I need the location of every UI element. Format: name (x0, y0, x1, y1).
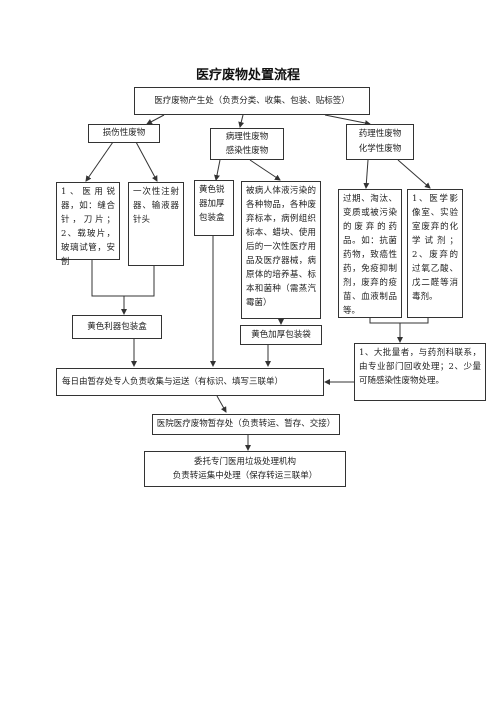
pharmacy-handling-node: 1、大批量者，与药剂科联系，由专业部门回收处理；2、少量可随感染性废物处理。 (354, 343, 486, 401)
yellow-thick-bin-node: 黄色锐器加厚包装盒 (194, 180, 234, 236)
infectious-examples-node: 被病人体液污染的各种物品，各种废弃标本，病例组织标本、蜡块、使用后的一次性医疗用… (241, 181, 321, 319)
syringes-node: 一次性注射器、输液器针头 (128, 182, 184, 266)
pathological-waste-label: 病理性废物 (225, 132, 269, 142)
page-title: 医疗废物处置流程 (195, 68, 300, 83)
arrow-to-pharma (324, 114, 371, 126)
disposal-label-line1: 委托专门医用垃圾处理机构 (193, 457, 296, 467)
sharps-container-node: 黄色利器包装盒 (72, 315, 162, 339)
arrow-daily-to-storage (216, 395, 227, 413)
lab-chemicals-text: 1、医学影像室、实验室废弃的化学试剂；2、废弃的过氧乙酸、戊二醛等消毒剂。 (412, 194, 458, 302)
sharps-waste-node: 损伤性废物 (88, 124, 160, 143)
pharma-waste-node: 药理性废物 化学性废物 (346, 124, 414, 160)
arrow-to-sharps (146, 114, 165, 125)
arrow-to-yellow-thick-bin (214, 159, 221, 181)
arrow-to-infectious-examples (249, 159, 281, 181)
arrow-to-syringes (135, 141, 158, 182)
sharps-examples-node: 1、医用锐器，如：缝合针，刀片；2、载玻片，玻璃试管，安剖 (56, 182, 120, 267)
daily-collection-label: 每日由暂存处专人负责收集与运送（有标识、填写三联单） (62, 377, 284, 387)
arrow-to-expired-drugs (363, 159, 370, 189)
lab-chemicals-node: 1、医学影像室、实验室废弃的化学试剂；2、废弃的过氧乙酸、戊二醛等消毒剂。 (407, 189, 463, 318)
yellow-bag-label: 黄色加厚包装袋 (251, 330, 311, 340)
merge-sharps-left (91, 260, 155, 297)
temp-storage-node: 医院医疗废物暂存处（负责转运、暂存、交接） (152, 414, 340, 435)
arrow-to-lab-chemicals (397, 159, 431, 189)
yellow-thick-bin-text: 黄色锐器加厚包装盒 (199, 185, 225, 223)
expired-drugs-node: 过期、淘汰、变质或被污染的废弃的药品。如：抗菌药物，致癌性药，免疫抑制剂，废弃的… (338, 189, 402, 318)
temp-storage-label: 医院医疗废物暂存处（负责转运、暂存、交接） (156, 419, 336, 429)
pharmacy-handling-text: 1、大批量者，与药剂科联系，由专业部门回收处理；2、少量可随感染性废物处理。 (359, 348, 481, 386)
source-node: 医疗废物产生处（负责分类、收集、包装、贴标签） (134, 87, 370, 115)
sharps-examples-text: 1、医用锐器，如：缝合针，刀片；2、载玻片，玻璃试管，安剖 (61, 187, 115, 267)
chemical-waste-label: 化学性废物 (358, 144, 402, 154)
disposal-label-line2: 负责转运集中处理（保存转运三联单） (172, 471, 318, 481)
infectious-waste-label: 感染性废物 (225, 146, 269, 156)
sharps-waste-label: 损伤性废物 (102, 128, 146, 138)
pharma-waste-label: 药理性废物 (358, 129, 402, 139)
syringes-text: 一次性注射器、输液器针头 (133, 187, 179, 225)
source-label: 医疗废物产生处（负责分类、收集、包装、贴标签） (154, 96, 350, 106)
merge-pharma (369, 318, 429, 324)
infectious-examples-text: 被病人体液污染的各种物品，各种废弃标本，病例组织标本、蜡块、使用后的一次性医疗用… (246, 186, 316, 308)
arrow-to-sharps-examples (85, 141, 114, 182)
expired-drugs-text: 过期、淘汰、变质或被污染的废弃的药品。如：抗菌药物，致癌性药，免疫抑制剂，废弃的… (343, 194, 397, 316)
daily-collection-node: 每日由暂存处专人负责收集与运送（有标识、填写三联单） (56, 368, 324, 396)
arrow-to-pathological (238, 114, 245, 128)
sharps-container-label: 黄色利器包装盒 (87, 322, 147, 332)
disposal-node: 委托专门医用垃圾处理机构 负责转运集中处理（保存转运三联单） (144, 451, 346, 487)
yellow-bag-node: 黄色加厚包装袋 (240, 325, 322, 345)
pathological-waste-node: 病理性废物 感染性废物 (210, 128, 284, 160)
